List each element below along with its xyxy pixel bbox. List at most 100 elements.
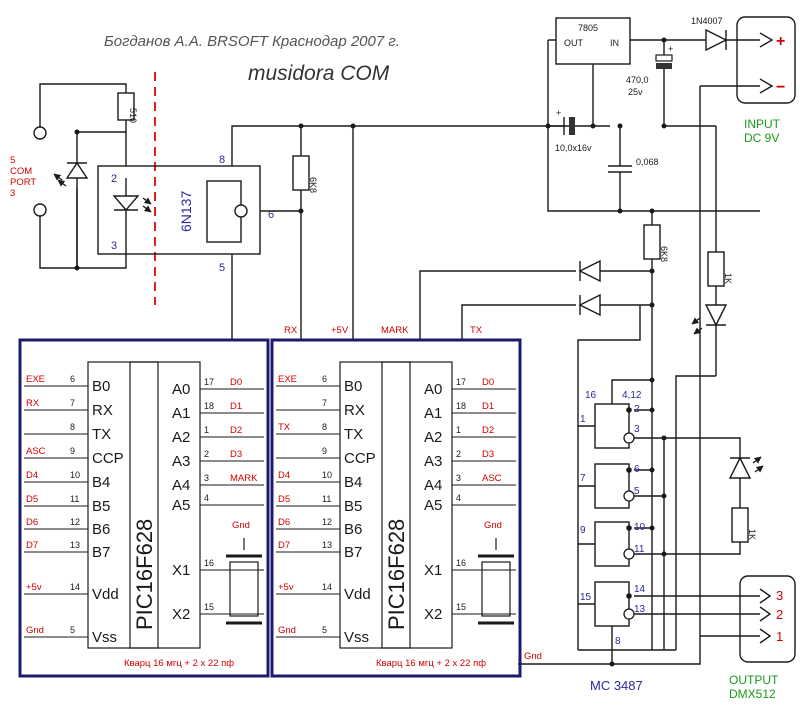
opto-pin-2: 2 — [111, 173, 117, 185]
pic-left-pin-num: 5 — [70, 625, 75, 635]
crystal-16mhz — [481, 561, 511, 617]
pic-left-pin-label: B0 — [92, 378, 110, 395]
pic-left-pin-label: TX — [92, 426, 111, 443]
driver-mc3487: 16 4,12 1 2 3 7 6 5 9 10 11 15 14 13 8 M… — [578, 377, 760, 693]
pic-right-net: D3 — [482, 449, 494, 460]
com-terminal-top — [33, 126, 47, 140]
pic-right-pin-label: A4 — [172, 477, 190, 494]
pic-right-pin-num: 1 — [456, 425, 461, 435]
pic-right-net: ASC — [482, 473, 502, 484]
pic-right-pin-label: A5 — [172, 497, 190, 514]
crystal-gnd-label: Gnd — [484, 520, 502, 531]
pic-left-net: TX — [278, 422, 291, 433]
svg-text:+: + — [556, 108, 561, 118]
pic-left-pin-label: Vdd — [92, 586, 119, 603]
input-voltage-label: DC 9V — [744, 131, 779, 145]
pic-left-pin-label: Vss — [92, 629, 117, 646]
pic-left-pin-num: 13 — [70, 540, 80, 550]
pic-right-pin-label: A2 — [424, 429, 442, 446]
pic-right-pin-num: 18 — [456, 401, 466, 411]
pic-left-pin-label: RX — [92, 402, 113, 419]
pic-left-pin-label: B4 — [344, 474, 362, 491]
pic-left-net: D6 — [26, 517, 38, 528]
com-label-2: COM — [10, 166, 32, 177]
com-label-3: PORT — [10, 177, 36, 188]
net-mark-label: MARK — [381, 325, 409, 336]
resistor-1k-label-a: 1K — [723, 273, 733, 284]
dmx-led: 1K — [661, 435, 764, 555]
pic-right-pin-num: 16 — [204, 558, 214, 568]
net-5v-label: +5V — [331, 325, 349, 336]
pic-left-pin-label: B7 — [344, 544, 362, 561]
pic-left-pin-label: B0 — [344, 378, 362, 395]
pic-package-core — [381, 361, 411, 649]
com-port-section: 510 5 COM PORT 3 — [10, 83, 138, 271]
pic-left-net: D5 — [278, 494, 290, 505]
driver-pin-15: 15 — [580, 592, 592, 603]
pic-left-pin-num: 5 — [322, 625, 327, 635]
output-protocol-label: DMX512 — [729, 687, 776, 701]
output-pin-2: 2 — [776, 607, 783, 622]
pic-right-pin-num: 15 — [204, 602, 214, 612]
pic-left-pin-num: 14 — [322, 582, 332, 592]
pic-left-pin-num: 12 — [70, 517, 80, 527]
pic-left-pin-num: 12 — [322, 517, 332, 527]
pic-left-pin-label: TX — [344, 426, 363, 443]
pic-left-pin-label: RX — [344, 402, 365, 419]
opto-label: 6N137 — [178, 191, 194, 232]
pic-left-pin-num: 10 — [70, 470, 80, 480]
pic-left-net: D7 — [26, 540, 38, 551]
driver-label: MC 3487 — [590, 678, 643, 693]
pic-right-pin-num: 2 — [456, 449, 461, 459]
input-plus: + — [776, 33, 785, 50]
pic-left-net: EXE — [26, 374, 45, 385]
pic-right-pin-num: 4 — [204, 493, 209, 503]
pic-right-pin-num: 4 — [456, 493, 461, 503]
pic-left-net: D4 — [278, 470, 290, 481]
pic-left-net: EXE — [278, 374, 297, 385]
pic-left-net: +5v — [278, 582, 294, 593]
pic-right-pin-label: A3 — [424, 453, 442, 470]
output-label: OUTPUT — [729, 673, 779, 687]
pic-right-pin-num: 17 — [456, 377, 466, 387]
pic-left-pin-label: B5 — [344, 498, 362, 515]
cap-470-label: 470,0 — [626, 75, 649, 85]
com-label-1: 5 — [10, 155, 15, 166]
tx-mark-diodes: 6K8 — [419, 208, 669, 650]
com-label-4: 3 — [10, 188, 15, 199]
resistor-6k8-label-b: 6K8 — [659, 246, 669, 262]
crystal-note: Кварц 16 мгц + 2 х 22 пф — [124, 658, 234, 669]
reg-in-label: IN — [610, 38, 619, 48]
optocoupler-6n137: 6N137 2 3 8 6 5 — [77, 132, 274, 274]
pic-left-pin-num: 11 — [322, 494, 331, 504]
input-connector: + − INPUT DC 9V — [736, 16, 796, 145]
pic-left-pin-num: 6 — [322, 374, 327, 384]
pic-left-pin-num: 8 — [70, 422, 75, 432]
pic-left-net: ASC — [26, 446, 46, 457]
net-tx-label: TX — [470, 325, 483, 336]
pic-left-net: D4 — [26, 470, 38, 481]
driver-pin-10: 10 — [634, 522, 646, 533]
pic-left-pin-label: Vdd — [344, 586, 371, 603]
pic-left-net: D7 — [278, 540, 290, 551]
pic-right-net: D1 — [230, 401, 242, 412]
opto-pin-6: 6 — [268, 209, 274, 221]
pic-left-pin-num: 9 — [322, 446, 327, 456]
pic-right-pin-label: A5 — [424, 497, 442, 514]
pic-right-pin-label: A0 — [424, 381, 442, 398]
resistor-6k8-label-a: 6K8 — [308, 177, 318, 193]
driver-pin-14: 14 — [634, 584, 646, 595]
pic-left-net: RX — [26, 398, 40, 409]
reg-out-label: OUT — [564, 38, 584, 48]
pic-right-pin-label: A3 — [172, 453, 190, 470]
pic-right-net: D0 — [482, 377, 494, 388]
driver-pin-11: 11 — [634, 544, 645, 555]
pic-right-pin-num: 15 — [456, 602, 466, 612]
pic-left-pin-label: CCP — [92, 450, 124, 467]
pic-right-net: MARK — [230, 473, 258, 484]
pic-name: PIC16F628 — [132, 519, 157, 630]
pic-right-pin-label: X1 — [424, 562, 442, 579]
input-label: INPUT — [744, 117, 781, 131]
